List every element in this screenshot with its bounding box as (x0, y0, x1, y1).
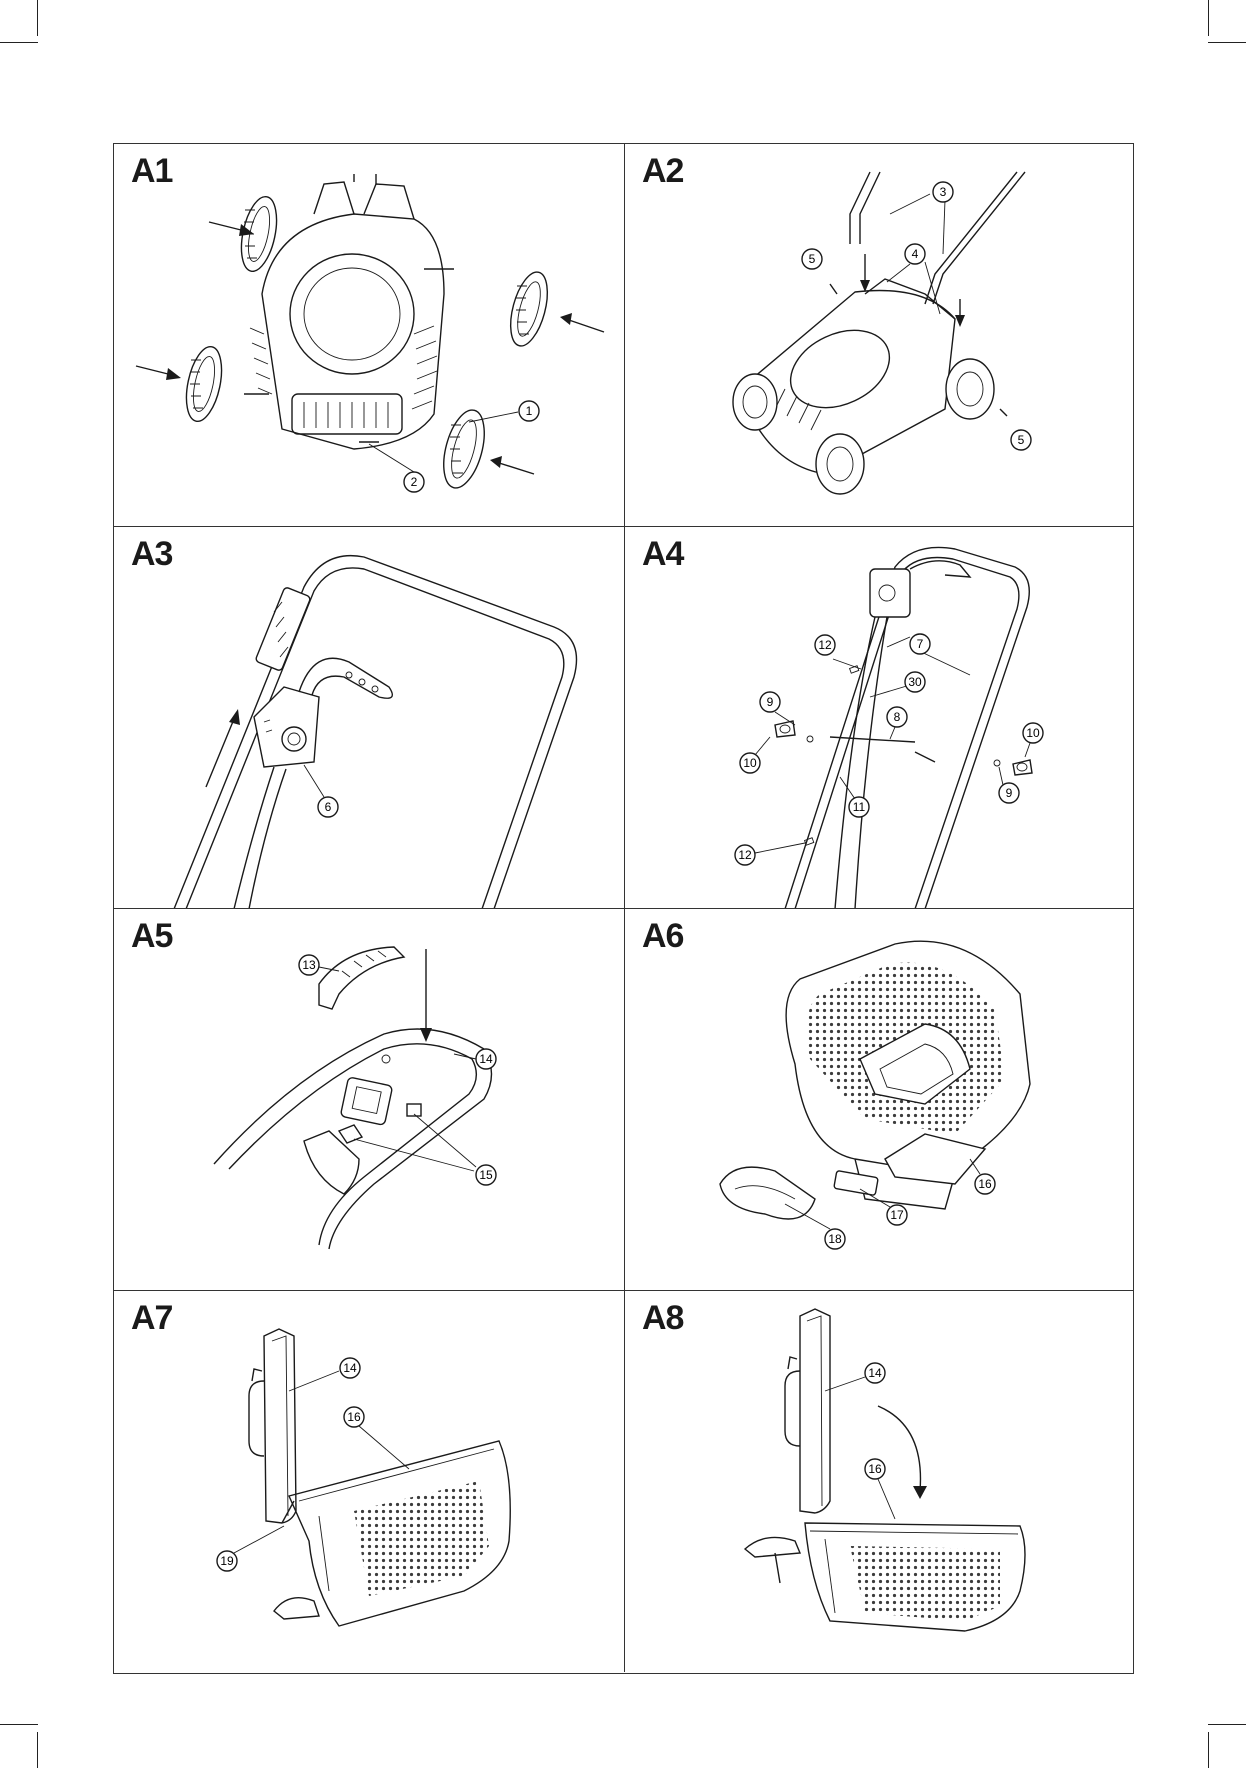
switch-box (870, 569, 910, 617)
svg-text:10: 10 (1026, 726, 1040, 740)
callout-2: 2 (404, 472, 424, 492)
callout-3: 3 (933, 182, 953, 202)
svg-text:7: 7 (917, 637, 924, 651)
cable-clip (255, 587, 311, 672)
callout-17: 17 (887, 1205, 907, 1225)
callout-15: 15 (476, 1165, 496, 1185)
grass-box-drawing: 16 17 18 (625, 909, 1135, 1291)
wheel-bottom-left (180, 344, 227, 425)
crop-mark (1208, 1724, 1246, 1725)
svg-text:5: 5 (809, 252, 816, 266)
svg-text:4: 4 (912, 247, 919, 261)
callout-16: 16 (975, 1174, 995, 1194)
callout-18: 18 (825, 1229, 845, 1249)
callout-8: 8 (887, 707, 907, 727)
lid (800, 1309, 830, 1513)
carry-handle (319, 947, 404, 1009)
safety-lever (299, 658, 392, 698)
callout-10-left: 10 (740, 753, 760, 773)
callout-13: 13 (299, 955, 319, 975)
callout-14: 14 (476, 1049, 496, 1069)
crop-mark (1208, 0, 1209, 36)
mower-wheels-drawing: 1 2 (114, 144, 624, 526)
lid-on-box-drawing: 14 16 19 (114, 1291, 624, 1673)
svg-text:30: 30 (908, 675, 922, 689)
svg-text:1: 1 (526, 404, 533, 418)
panel-a6: A6 16 (624, 908, 1134, 1290)
svg-text:9: 9 (1006, 786, 1013, 800)
panel-a4: A4 (624, 526, 1134, 908)
callout-11: 11 (849, 797, 869, 817)
assembly-figure-grid: A1 (113, 143, 1134, 1674)
switch-box (254, 687, 319, 767)
callout-1: 1 (519, 401, 539, 421)
svg-text:16: 16 (868, 1462, 882, 1476)
callout-12-bottom: 12 (735, 845, 755, 865)
wheel-front-left (733, 374, 777, 430)
svg-text:14: 14 (868, 1366, 882, 1380)
panel-a7: A7 14 (114, 1290, 624, 1672)
callout-16: 16 (344, 1407, 364, 1427)
clip (834, 1170, 878, 1195)
crop-mark (1208, 42, 1246, 43)
callout-5-right: 5 (1011, 430, 1031, 450)
svg-text:18: 18 (828, 1232, 842, 1246)
knob-right (1013, 760, 1032, 775)
svg-text:3: 3 (940, 185, 947, 199)
svg-text:17: 17 (890, 1208, 904, 1222)
svg-text:6: 6 (325, 800, 332, 814)
crop-mark (1208, 1732, 1209, 1768)
svg-text:19: 19 (220, 1554, 234, 1568)
svg-text:10: 10 (743, 756, 757, 770)
wheel-top-right (504, 268, 555, 350)
lid-closing-drawing: 14 16 (625, 1291, 1135, 1673)
panel-a8: A8 (624, 1290, 1134, 1672)
wheel-front-right (816, 434, 864, 494)
svg-text:12: 12 (738, 848, 752, 862)
callout-14: 14 (865, 1363, 885, 1383)
crop-mark (0, 1724, 38, 1725)
callout-9-right: 9 (999, 783, 1019, 803)
motor-cover (290, 254, 414, 374)
callout-7: 7 (910, 634, 930, 654)
crop-mark (0, 42, 38, 43)
svg-text:5: 5 (1018, 433, 1025, 447)
svg-text:14: 14 (343, 1361, 357, 1375)
callout-5-left: 5 (802, 249, 822, 269)
panel-a1: A1 (114, 144, 624, 526)
lid (264, 1329, 296, 1523)
callout-30: 30 (905, 672, 925, 692)
svg-text:8: 8 (894, 710, 901, 724)
svg-text:13: 13 (302, 958, 316, 972)
callout-19: 19 (217, 1551, 237, 1571)
svg-text:16: 16 (347, 1410, 361, 1424)
mower-handle-lower-drawing: 3 4 5 5 (625, 144, 1135, 526)
callout-16: 16 (865, 1459, 885, 1479)
svg-text:16: 16 (978, 1177, 992, 1191)
crop-mark (37, 0, 38, 36)
svg-text:11: 11 (853, 800, 866, 814)
callout-4: 4 (905, 244, 925, 264)
svg-text:12: 12 (818, 638, 832, 652)
callout-9-left: 9 (760, 692, 780, 712)
svg-text:14: 14 (479, 1052, 493, 1066)
mulching-plug (720, 1167, 815, 1219)
callout-10-right: 10 (1023, 723, 1043, 743)
svg-text:2: 2 (411, 475, 418, 489)
panel-a3: A3 6 (114, 526, 624, 908)
grass-box-lid-drawing: 13 14 15 (114, 909, 624, 1291)
crop-mark (37, 1732, 38, 1768)
callout-12-top: 12 (815, 635, 835, 655)
callout-14: 14 (340, 1358, 360, 1378)
panel-a5: A5 13 14 (114, 908, 624, 1290)
callout-6: 6 (318, 797, 338, 817)
upper-handle (174, 556, 577, 909)
panel-a2: A2 (624, 144, 1134, 526)
svg-text:9: 9 (767, 695, 774, 709)
wheel-rear-right (946, 359, 994, 419)
handle-assembly-drawing: 12 7 30 9 8 (625, 527, 1135, 909)
svg-text:15: 15 (479, 1168, 493, 1182)
handle-cable-clip-drawing: 6 (114, 527, 624, 909)
